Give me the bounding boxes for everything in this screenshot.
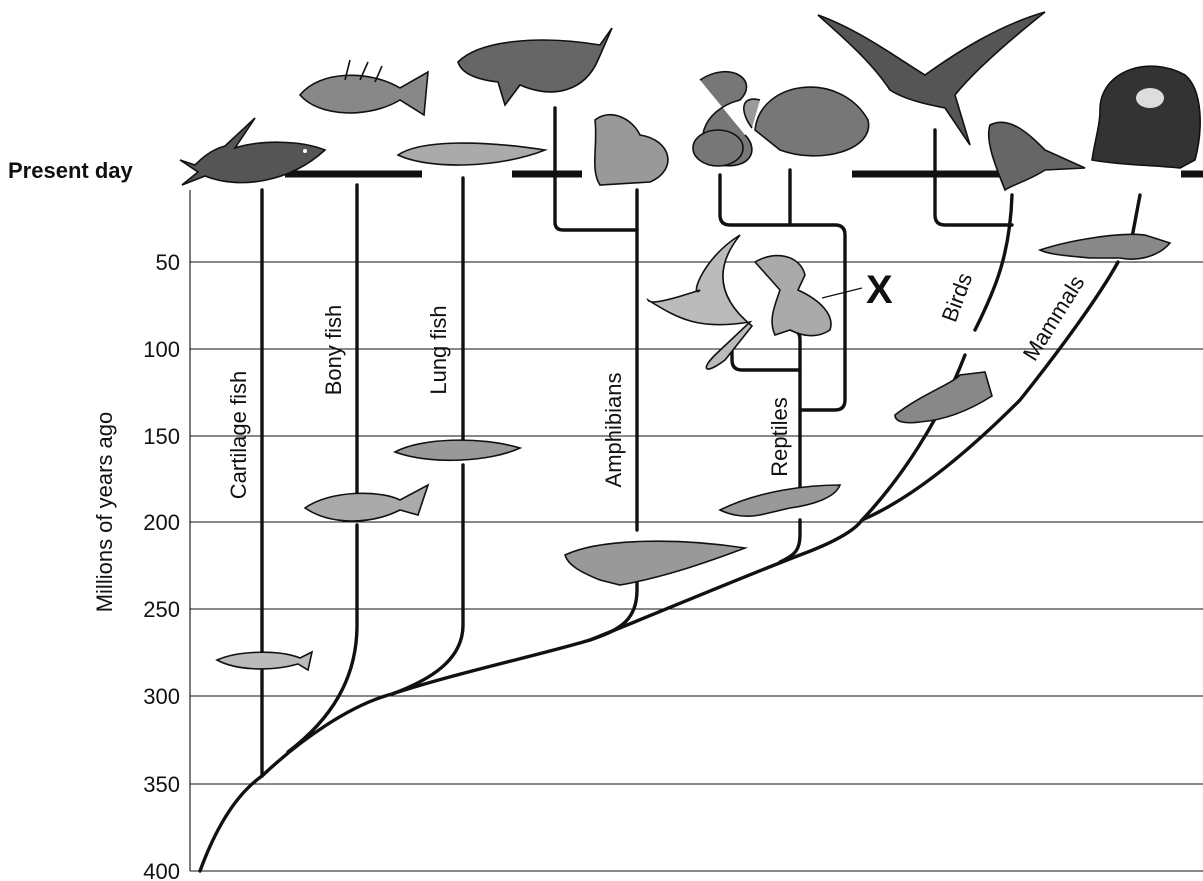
- tick-label: 50: [156, 250, 180, 275]
- phylogeny-branches: [200, 108, 1140, 871]
- label-birds: Birds: [937, 270, 978, 326]
- early-amphibian-image: [565, 541, 745, 585]
- label-amphibians: Amphibians: [601, 373, 626, 488]
- frog-image: [595, 115, 668, 185]
- x-marker: X: [866, 268, 893, 312]
- dino-branch: [732, 350, 800, 370]
- salamander-image: [458, 28, 612, 105]
- tick-label: 200: [143, 510, 180, 535]
- fossil-bony-fish-image: [305, 485, 428, 521]
- snake-image: [693, 72, 752, 166]
- tick-label: 150: [143, 424, 180, 449]
- x-marker-pointer: [822, 288, 862, 298]
- ape-image: [1092, 66, 1200, 168]
- label-reptiles: Reptiles: [767, 397, 792, 476]
- reptile-upper: [792, 330, 800, 495]
- label-bony-fish: Bony fish: [321, 305, 346, 396]
- tick-label: 250: [143, 597, 180, 622]
- fossil-cartilage-fish-image: [217, 652, 312, 670]
- bony-fish-branch: [288, 525, 357, 752]
- tick-labels: 50 100 150 200 250 300 350 400: [143, 250, 180, 881]
- label-cartilage-fish: Cartilage fish: [226, 371, 251, 499]
- early-mammal-image: [1040, 234, 1170, 259]
- present-day-label: Present day: [8, 158, 133, 183]
- tick-label: 400: [143, 859, 180, 881]
- y-axis-title: Millions of years ago: [92, 412, 117, 613]
- archaeopteryx-image: [895, 372, 992, 423]
- early-reptile-image: [720, 485, 840, 516]
- tick-label: 100: [143, 337, 180, 362]
- label-lung-fish: Lung fish: [426, 305, 451, 394]
- tortoise-image: [744, 87, 869, 156]
- tick-label: 300: [143, 684, 180, 709]
- tick-label: 350: [143, 772, 180, 797]
- bony-fish-image: [300, 60, 428, 115]
- dinosaur-image: [755, 256, 831, 336]
- bird-branch: [862, 355, 965, 520]
- fossil-lungfish-image: [395, 440, 520, 460]
- label-mammals: Mammals: [1018, 271, 1090, 365]
- sparrow-image: [989, 122, 1085, 190]
- lungfish-image: [398, 143, 545, 165]
